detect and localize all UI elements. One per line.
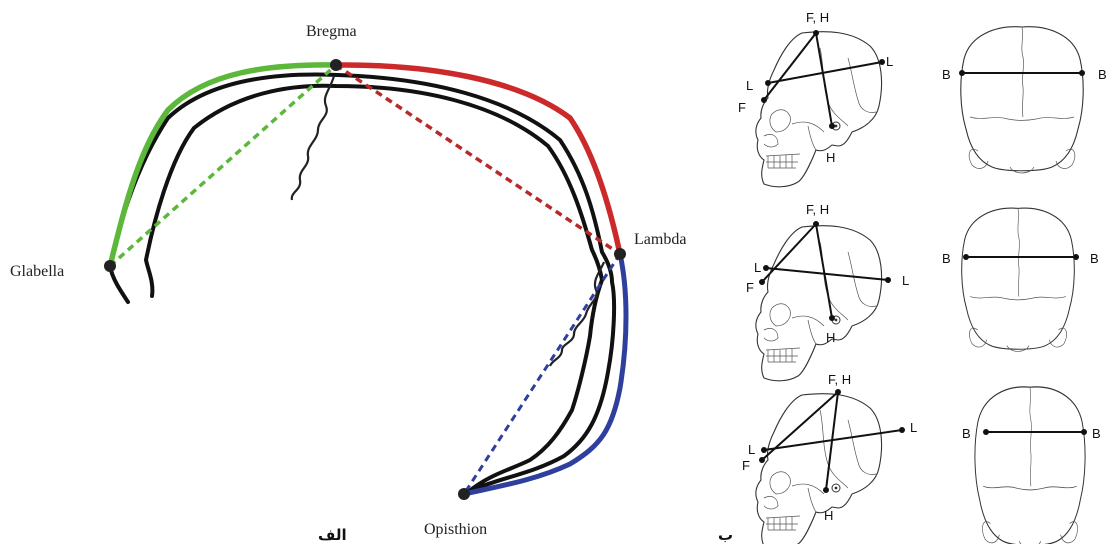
superior-view-row-2: B B (942, 207, 1099, 352)
opisthion-point (458, 488, 470, 500)
label-f: F (746, 280, 754, 295)
panel-b-caption: ب (718, 526, 733, 544)
superior-skull-drawing (974, 386, 1086, 544)
frontal-arc-green (107, 62, 339, 269)
bregma-label: Bregma (306, 23, 357, 40)
lambda-point (614, 248, 626, 260)
panel-a-caption: الف (318, 526, 347, 544)
occipital-chord-blue-dashed (462, 253, 622, 495)
coronal-suture (290, 75, 336, 201)
label-b-left: B (942, 251, 951, 266)
label-b-left: B (942, 67, 951, 82)
lateral-view-row-2: F, H L L F H (746, 202, 909, 382)
label-fh-top: F, H (806, 10, 829, 25)
lambdoid-suture (548, 261, 606, 367)
label-h-bottom: H (826, 150, 835, 165)
label-l-right: L (910, 420, 917, 435)
lateral-skull-drawing (755, 225, 883, 382)
label-fh-top: F, H (828, 372, 851, 387)
label-l-right: L (902, 273, 909, 288)
lateral-skull-drawing (755, 31, 883, 188)
label-b-right: B (1092, 426, 1101, 441)
parietal-arc-red (333, 62, 623, 257)
label-b-right: B (1098, 67, 1107, 82)
label-l-right: L (886, 54, 893, 69)
glabella-point (104, 260, 116, 272)
label-f: F (742, 458, 750, 473)
frontal-chord-green-dashed (108, 63, 338, 268)
superior-view-row-1: B B (942, 26, 1107, 174)
label-fh-top: F, H (806, 202, 829, 217)
lateral-view-row-1: F, H L L F H (738, 10, 893, 188)
label-b-right: B (1090, 251, 1099, 266)
panel-a-midsagittal-diagram: Bregma Glabella Lambda Opisthion الف (10, 23, 686, 544)
opisthion-label: Opisthion (424, 521, 487, 538)
superior-view-row-3: B B (962, 386, 1101, 544)
label-l-left: L (748, 442, 755, 457)
label-l-left: L (754, 260, 761, 275)
lambda-label: Lambda (634, 231, 686, 248)
label-h-bottom: H (826, 330, 835, 345)
label-l-left: L (746, 78, 753, 93)
label-h-bottom: H (824, 508, 833, 523)
skull-midsagittal-outline (108, 72, 617, 494)
label-f: F (738, 100, 746, 115)
parietal-chord-red-dashed (335, 63, 621, 256)
superior-skull-drawing (961, 207, 1075, 352)
glabella-label: Glabella (10, 263, 64, 280)
lateral-view-row-3: F, H L L F H (742, 372, 917, 544)
bregma-point (330, 59, 342, 71)
panel-b-cranial-measurements: ب F, H L L F H B B (718, 10, 1107, 544)
label-b-left: B (962, 426, 971, 441)
lateral-skull-drawing (755, 393, 883, 544)
superior-skull-drawing (960, 26, 1084, 174)
occipital-arc-blue (461, 251, 629, 497)
